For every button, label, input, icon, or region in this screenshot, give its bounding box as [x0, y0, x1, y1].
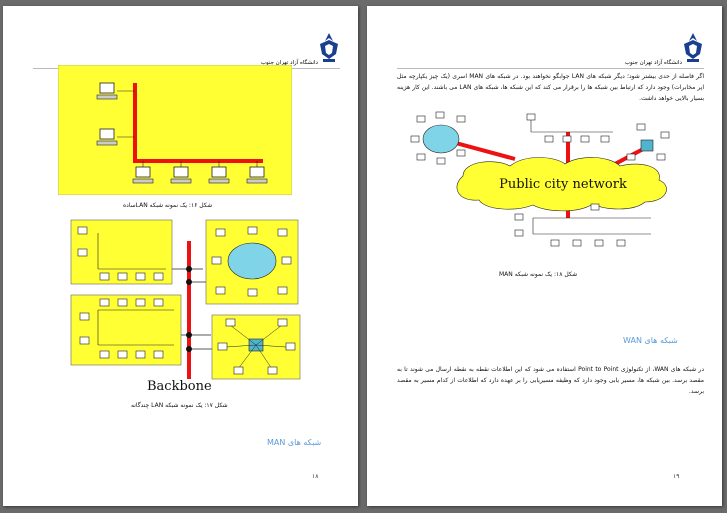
- page-number: ۱۹: [673, 473, 680, 480]
- university-logo-icon: [320, 33, 338, 62]
- backbone-label: Backbone: [147, 379, 212, 394]
- figure-18-caption: شکل ۱۸: یک نمونه شبکه MAN: [499, 271, 578, 278]
- figure-16-caption: شکل ۱۶: یک نمونه شبکه LANساده: [123, 202, 213, 209]
- computer-icon: [246, 161, 268, 184]
- cloud-label: Public city network: [499, 177, 627, 192]
- page-number: ۱۸: [312, 473, 319, 480]
- header-rule: [397, 68, 704, 69]
- document-page-right: دانشگاه آزاد تهران جنوب اگر فاصله از حدی…: [367, 6, 722, 506]
- computer-icon: [170, 161, 192, 184]
- computer-icon: [96, 128, 135, 146]
- section-title-man: شبکه های MAN: [267, 438, 322, 447]
- figure-17-caption: شکل ۱۷: یک نمونه شبکه LAN چندگانه: [131, 402, 228, 409]
- section-title-wan: شبکه های WAN: [623, 336, 678, 345]
- computer-icon: [132, 161, 154, 184]
- document-page-left: دانشگاه آزاد تهران جنوب: [3, 6, 358, 506]
- wan-paragraph: در شبکه های WAN، از تکنولوژی Point to Po…: [397, 366, 704, 395]
- university-name: دانشگاه آزاد تهران جنوب: [624, 60, 682, 66]
- computer-icon: [96, 82, 135, 100]
- university-name: دانشگاه آزاد تهران جنوب: [260, 60, 318, 66]
- computer-icon: [208, 161, 230, 184]
- figure-17-multiple-lan-diagram: [70, 219, 301, 380]
- university-logo-icon: [684, 33, 702, 62]
- figure-16-lan-diagram: [58, 65, 292, 195]
- figure-18-man-diagram: Public city network: [410, 111, 670, 247]
- man-intro-paragraph: اگر فاصله از حدی بیشتر شود؛ دیگر شبکه ها…: [397, 73, 704, 102]
